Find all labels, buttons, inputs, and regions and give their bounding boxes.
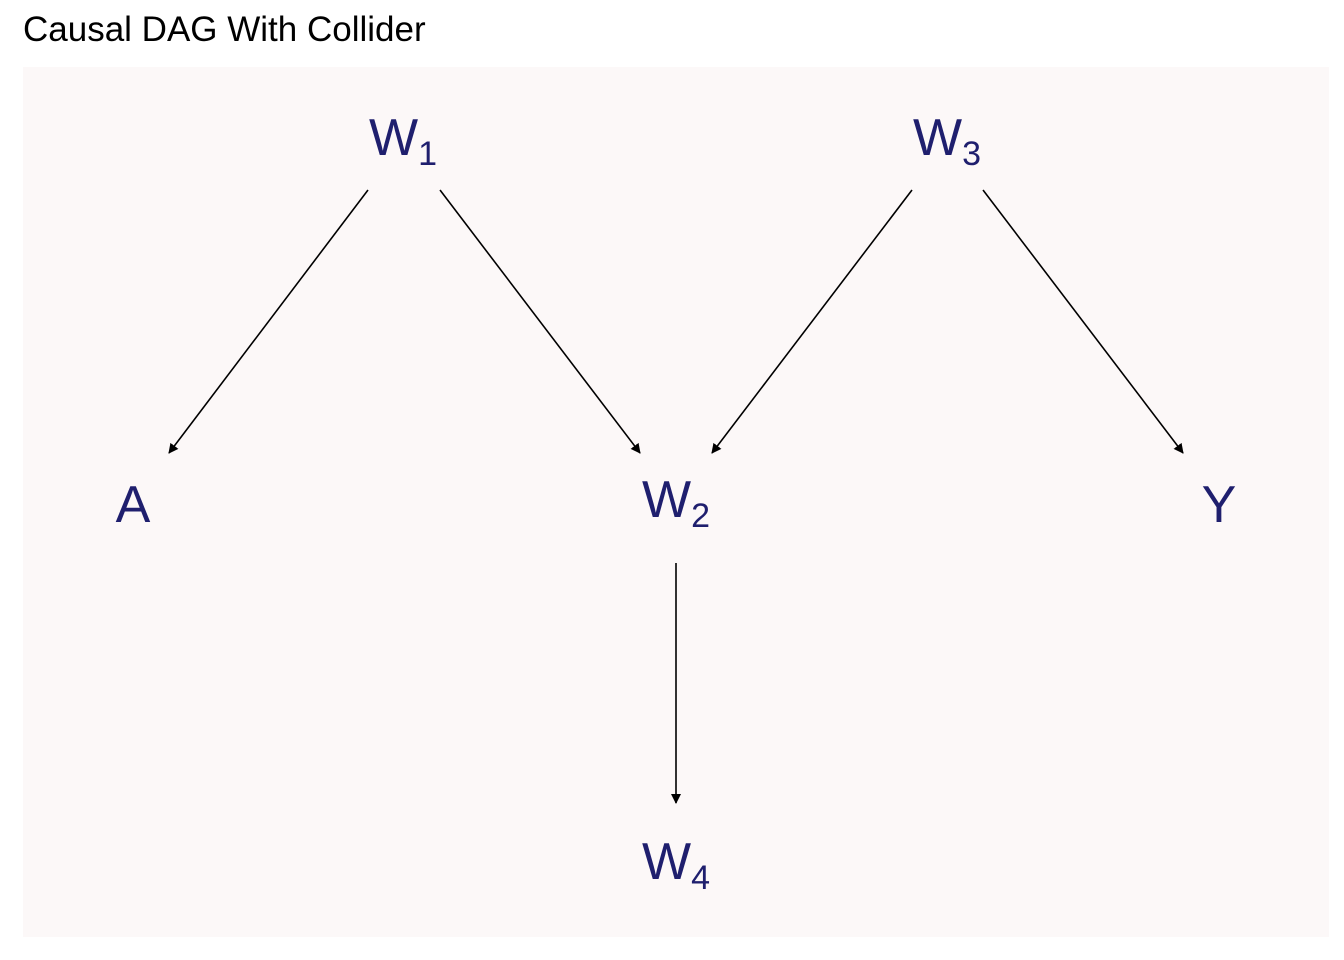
node-w3-sub: 3 xyxy=(962,135,981,173)
node-w1-main: W xyxy=(369,109,418,167)
dag-panel: W1 W3 A W2 Y W4 xyxy=(23,67,1329,937)
edge-w1-to-a xyxy=(168,189,369,454)
node-w1-sub: 1 xyxy=(418,135,437,173)
node-w4-main: W xyxy=(642,833,691,891)
edges-layer xyxy=(168,189,1184,804)
nodes-layer: W1 W3 A W2 Y W4 xyxy=(116,109,1237,897)
node-w3: W3 xyxy=(913,109,981,173)
edge-w1-to-w2 xyxy=(439,189,641,454)
node-w4: W4 xyxy=(642,833,710,897)
node-w1: W1 xyxy=(369,109,437,173)
edge-w3-to-y xyxy=(982,189,1184,454)
node-a-main: A xyxy=(116,476,151,534)
node-w2-main: W xyxy=(642,471,691,529)
node-y-main: Y xyxy=(1202,476,1237,534)
edge-w3-to-w2 xyxy=(711,189,913,454)
node-y: Y xyxy=(1202,476,1237,534)
node-w2-sub: 2 xyxy=(691,497,710,535)
node-w2: W2 xyxy=(642,471,710,535)
diagram-title: Causal DAG With Collider xyxy=(23,10,426,49)
node-w4-sub: 4 xyxy=(691,859,710,897)
node-a: A xyxy=(116,476,151,534)
node-w3-main: W xyxy=(913,109,962,167)
